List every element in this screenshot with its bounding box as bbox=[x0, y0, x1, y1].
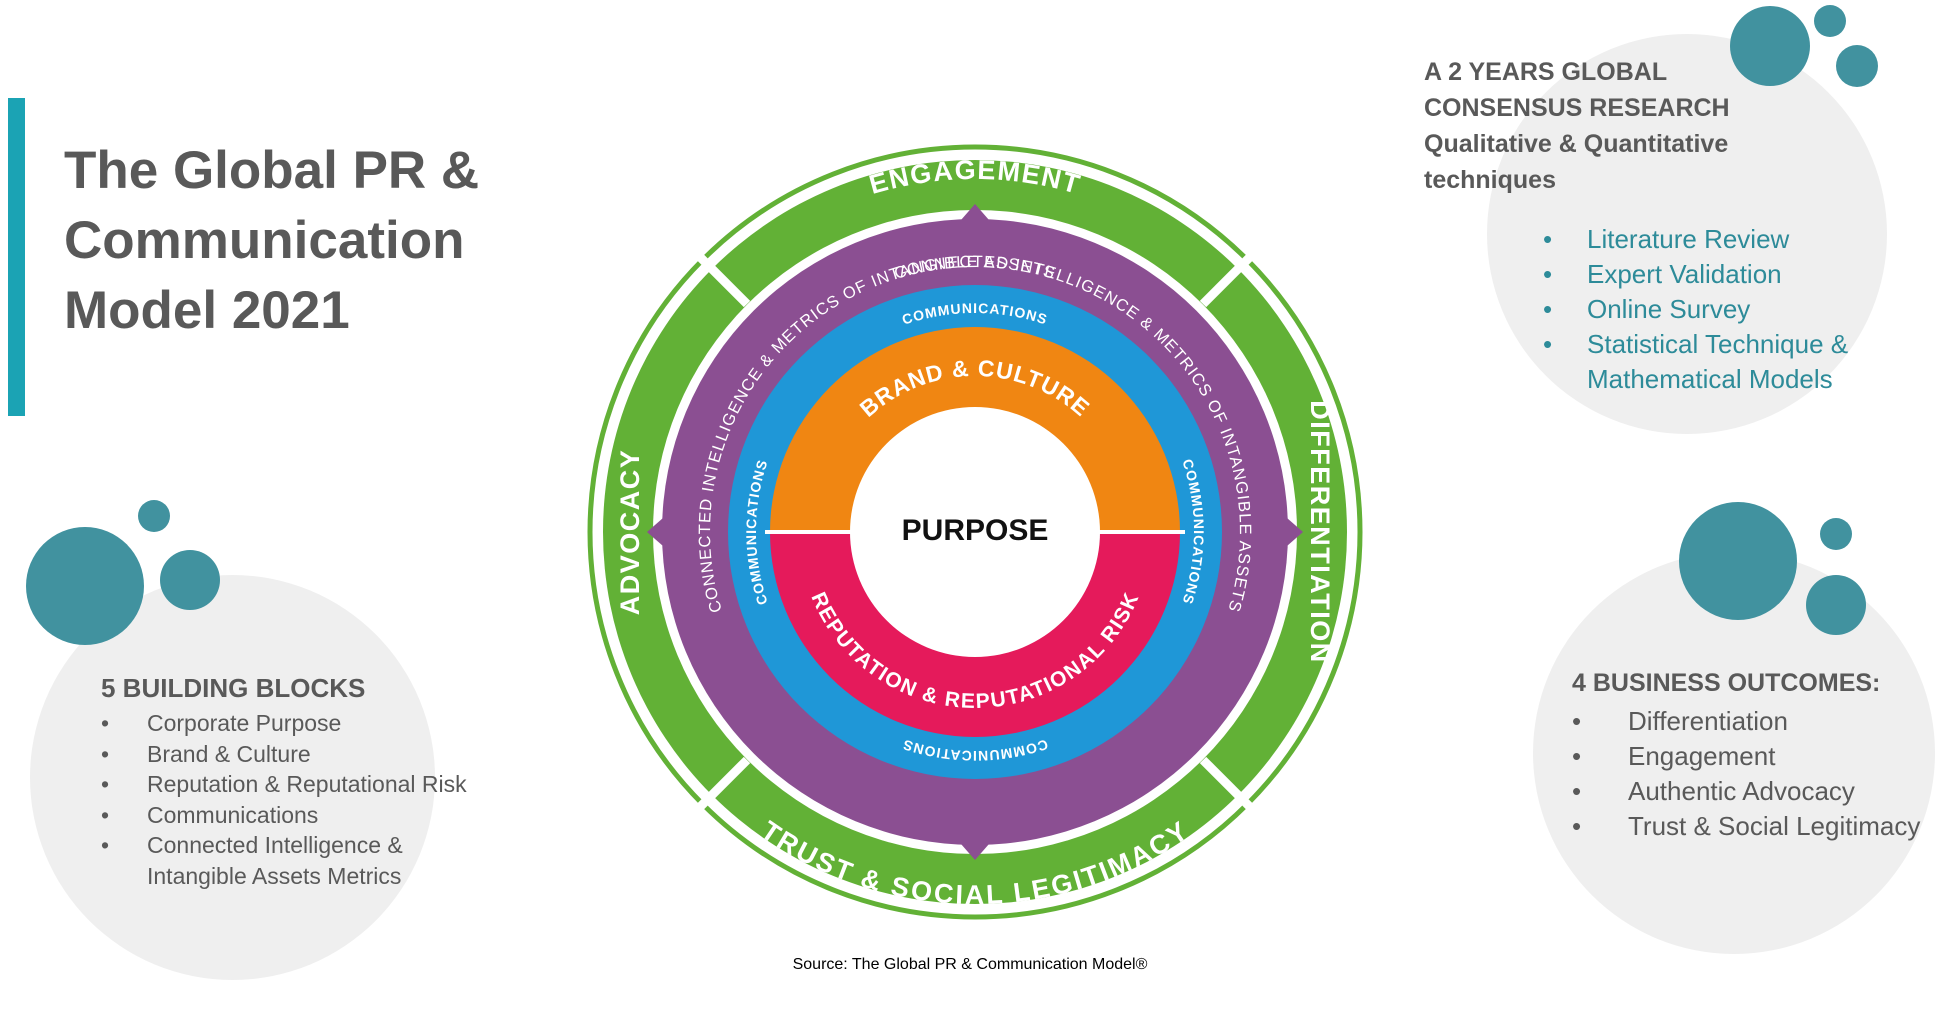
outer-frame-ring bbox=[587, 144, 1363, 920]
list-item: Reputation & Reputational Risk bbox=[101, 769, 467, 800]
research-line-2: CONSENSUS RESEARCH bbox=[1424, 94, 1730, 122]
building-blocks-heading: 5 BUILDING BLOCKS bbox=[101, 673, 366, 703]
outcomes-list: Differentiation Engagement Authentic Adv… bbox=[1572, 704, 1920, 844]
teal-dot-medium bbox=[160, 550, 220, 610]
source-caption: Source: The Global PR & Communication Mo… bbox=[792, 956, 1148, 973]
list-item: Corporate Purpose bbox=[101, 708, 467, 739]
outcomes-heading: 4 BUSINESS OUTCOMES: bbox=[1572, 669, 1881, 697]
list-item-continuation: Intangible Assets Metrics bbox=[147, 862, 402, 889]
list-item: Trust & Social Legitimacy bbox=[1572, 809, 1920, 844]
list-item: Statistical Technique & bbox=[1543, 327, 1848, 362]
building-blocks-list: Corporate Purpose Brand & Culture Reputa… bbox=[101, 708, 467, 891]
outcomes-section: 4 BUSINESS OUTCOMES: Differentiation Eng… bbox=[1572, 669, 1920, 844]
purpose-core bbox=[850, 407, 1100, 657]
teal-dot-small bbox=[1814, 5, 1846, 37]
list-item: Connected Intelligence & bbox=[101, 830, 467, 861]
methods-list: Literature Review Expert Validation Onli… bbox=[1543, 222, 1848, 397]
research-line-3: Qualitative & Quantitative bbox=[1424, 130, 1729, 158]
teal-dot-medium bbox=[1806, 575, 1866, 635]
list-item: Authentic Advocacy bbox=[1572, 774, 1920, 809]
pr-model-wheel: ENGAGEMENT TRUST & SOCIAL LEGITIMACY DIF… bbox=[587, 144, 1363, 920]
research-heading: A 2 YEARS GLOBAL CONSENSUS RESEARCH Qual… bbox=[1424, 54, 1730, 198]
teal-dot-large bbox=[1679, 502, 1797, 620]
page-title: The Global PR & Communication Model 2021 bbox=[64, 136, 524, 346]
outer-label-right: DIFFERENTIATION bbox=[1305, 400, 1335, 663]
teal-dot-medium bbox=[1836, 45, 1878, 87]
teal-dot-small bbox=[138, 500, 170, 532]
research-methods: Literature Review Expert Validation Onli… bbox=[1543, 222, 1848, 397]
teal-dot-large bbox=[26, 527, 144, 645]
purple-arrow-markers bbox=[647, 204, 1303, 860]
list-item: Expert Validation bbox=[1543, 257, 1848, 292]
title-accent-bar bbox=[8, 98, 25, 416]
title-line-1: The Global PR & bbox=[64, 141, 480, 200]
list-item: Online Survey bbox=[1543, 292, 1848, 327]
purpose-label: PURPOSE bbox=[902, 514, 1049, 547]
list-item-continuation: Mathematical Models bbox=[1587, 364, 1833, 394]
list-item: Engagement bbox=[1572, 739, 1920, 774]
title-line-3: Model 2021 bbox=[64, 281, 350, 340]
research-section: A 2 YEARS GLOBAL CONSENSUS RESEARCH Qual… bbox=[1424, 54, 1730, 198]
outer-separators bbox=[696, 253, 1254, 811]
title-line-2: Communication bbox=[64, 211, 465, 270]
research-line-1: A 2 YEARS GLOBAL bbox=[1424, 58, 1668, 86]
research-line-4: techniques bbox=[1424, 166, 1556, 194]
list-item: Differentiation bbox=[1572, 704, 1920, 739]
building-blocks-section: 5 BUILDING BLOCKS Corporate Purpose Bran… bbox=[101, 673, 467, 891]
list-item: Communications bbox=[101, 800, 467, 831]
list-item: Literature Review bbox=[1543, 222, 1848, 257]
outer-label-left: ADVOCACY bbox=[615, 449, 645, 616]
list-item: Brand & Culture bbox=[101, 739, 467, 770]
teal-dot-small bbox=[1820, 518, 1852, 550]
teal-dot-large bbox=[1730, 6, 1810, 86]
